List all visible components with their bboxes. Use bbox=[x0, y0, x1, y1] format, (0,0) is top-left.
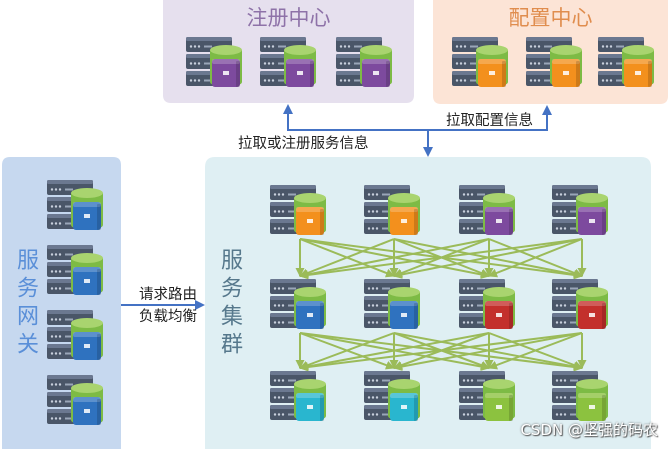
cluster-connection-arrow bbox=[299, 332, 490, 371]
cluster-server-icon bbox=[459, 185, 515, 235]
gateway-server-icon bbox=[47, 245, 103, 295]
cluster-connection-arrow bbox=[299, 238, 583, 280]
cluster-server-icon bbox=[552, 279, 608, 329]
cluster-connection-arrow bbox=[393, 238, 583, 279]
cluster-server-icon bbox=[270, 185, 326, 235]
cluster-server-icon bbox=[270, 279, 326, 329]
flow-arrows bbox=[121, 104, 552, 310]
cluster-connection-arrow bbox=[393, 332, 583, 371]
watermark: CSDN @坚强的码农 bbox=[520, 421, 658, 439]
cluster-connection-arrow bbox=[299, 332, 583, 372]
service-gateway-title: 服务网关 bbox=[13, 248, 38, 360]
cluster-server-icon bbox=[552, 185, 608, 235]
config-server-icon bbox=[452, 37, 508, 87]
cluster-server-icon bbox=[364, 371, 420, 421]
registry-server-icon bbox=[336, 37, 392, 87]
cluster-server-icon bbox=[552, 371, 608, 421]
cluster-connection-arrow bbox=[299, 332, 395, 370]
cluster-connection-arrow bbox=[488, 238, 583, 278]
gateway-server-icon bbox=[47, 180, 103, 230]
pull-register-label: 拉取或注册服务信息 bbox=[238, 136, 369, 152]
gateway-server-icon bbox=[47, 375, 103, 425]
cluster-connection-arrow bbox=[488, 332, 583, 370]
config-center-title: 配置中心 bbox=[508, 6, 593, 30]
registry-center-title: 注册中心 bbox=[246, 6, 331, 30]
cluster-server-icon bbox=[364, 279, 420, 329]
config-server-icon bbox=[526, 37, 582, 87]
registry-server-icon bbox=[186, 37, 242, 87]
pull-config-label: 拉取配置信息 bbox=[446, 113, 533, 129]
gateway-server-icon bbox=[47, 310, 103, 360]
server-icons bbox=[47, 37, 654, 425]
cluster-connections bbox=[295, 238, 587, 372]
cluster-server-icon bbox=[459, 371, 515, 421]
cluster-connection-arrow bbox=[299, 238, 395, 278]
cluster-server-icon bbox=[459, 279, 515, 329]
config-server-icon bbox=[598, 37, 654, 87]
cluster-server-icon bbox=[364, 185, 420, 235]
registry-server-icon bbox=[260, 37, 316, 87]
load-balancing-label: 负载均衡 bbox=[139, 309, 197, 325]
request-routing-label: 请求路由 bbox=[139, 287, 197, 303]
cluster-connection-arrow bbox=[299, 238, 490, 279]
cluster-server-icon bbox=[270, 371, 326, 421]
service-cluster-title: 服务集群 bbox=[217, 248, 242, 360]
